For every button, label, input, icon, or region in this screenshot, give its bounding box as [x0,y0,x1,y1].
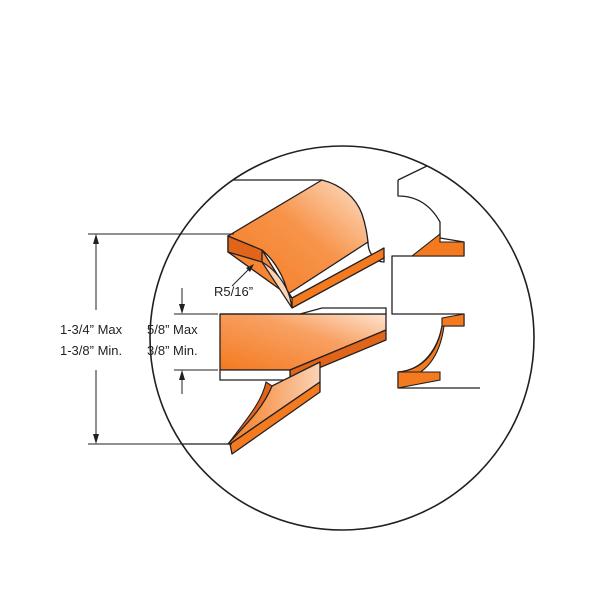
middle-groove-front [219,369,291,381]
upper-cove [261,261,293,309]
arrow-groove-top [179,304,185,314]
lower-cove [227,381,273,445]
groove-min-label: 3/8” Min. [147,343,198,358]
arrow-overall-bottom [93,434,99,444]
groove-max-label: 5/8” Max [147,322,198,337]
lower-bead-edge [229,381,321,455]
arrow-groove-bottom [179,370,185,380]
overall-max-label: 1-3/4” Max [60,322,123,337]
overall-min-label: 1-3/8” Min. [60,343,122,358]
profile-bottom-cut [441,313,465,327]
profile-top-cut [410,232,465,257]
dimension-overall [88,233,234,445]
radius-arrow [246,264,254,272]
board-3d-profile [150,179,387,455]
radius-label: R5/16” [214,284,253,299]
upper-ledge-edge [291,247,385,309]
profile-bottom-lip [397,371,441,389]
upper-ledge [261,241,385,299]
arrow-overall-top [93,234,99,244]
middle-groove-top [220,307,387,315]
